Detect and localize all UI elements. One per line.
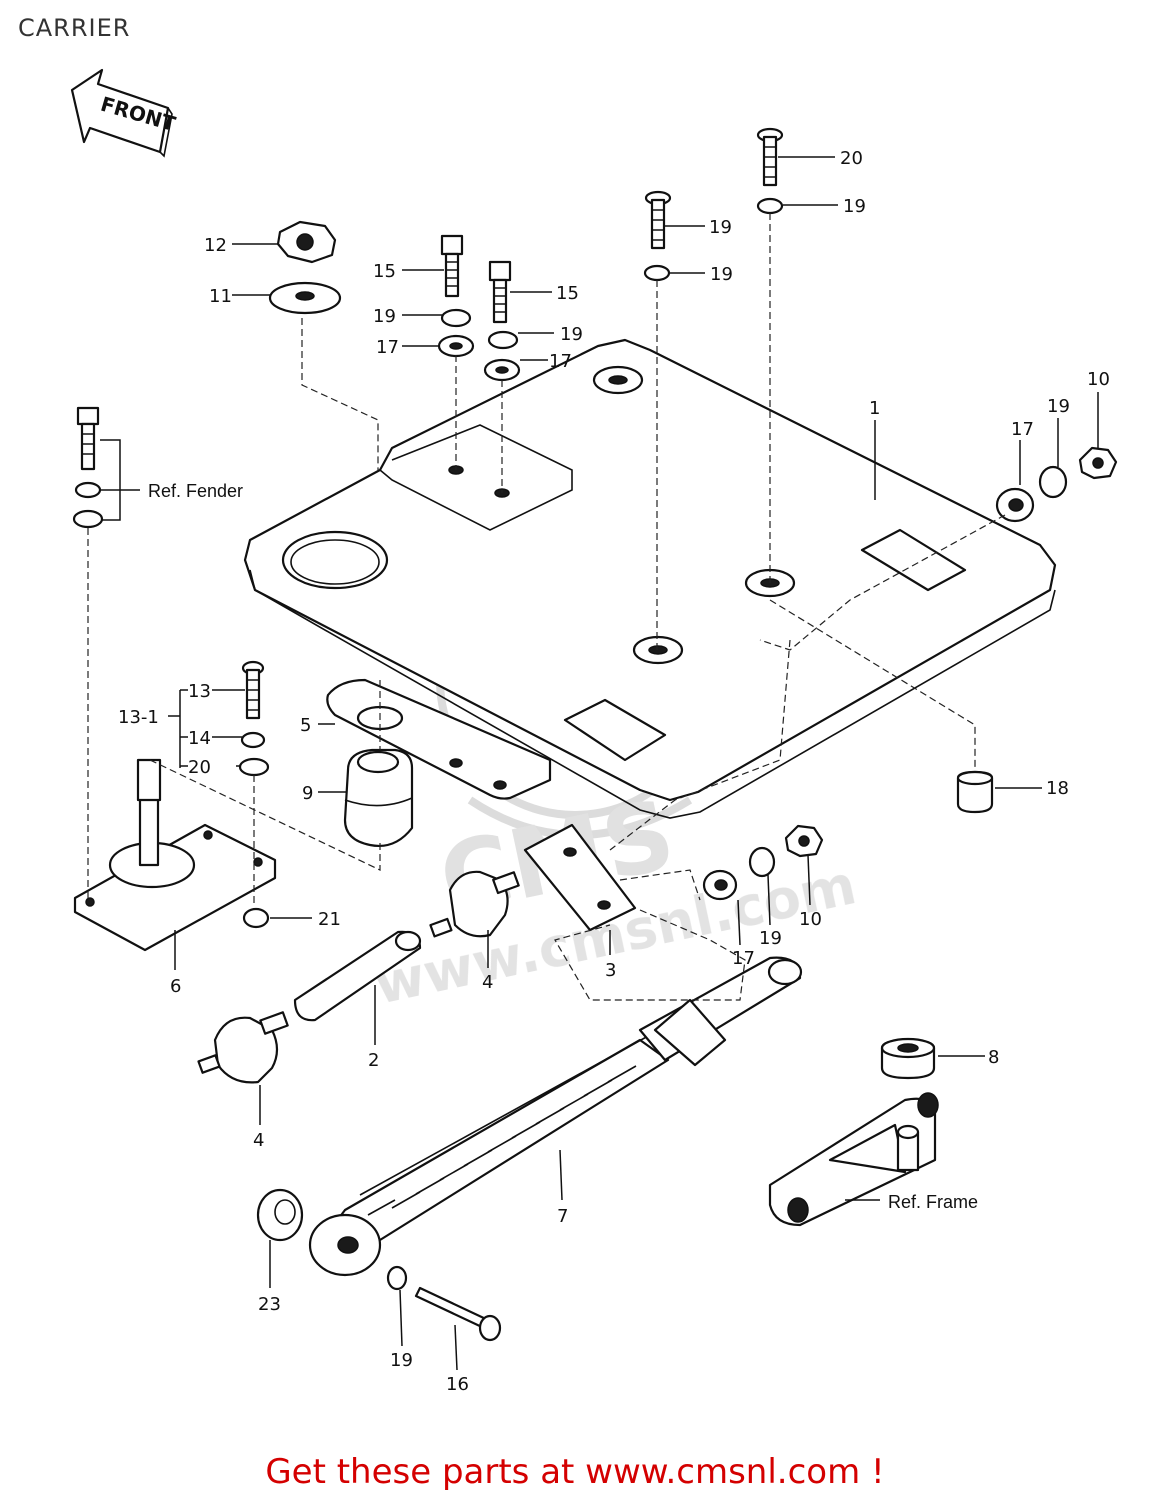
callout-18: 18	[1046, 778, 1069, 799]
washer-19-a	[440, 308, 472, 328]
fender-bolt	[76, 406, 100, 471]
ref-frame-label: Ref. Frame	[888, 1192, 978, 1212]
carrier-plate	[243, 338, 1057, 819]
callout-6: 6	[170, 976, 181, 997]
callout-19: 19	[759, 928, 782, 949]
nut-12	[276, 220, 337, 264]
callout-21: 20	[188, 757, 211, 778]
rubber-9	[343, 748, 414, 847]
fender-washer-a	[74, 481, 102, 499]
rubber-mount-4-lower	[197, 1011, 289, 1084]
callout-10: 10	[799, 909, 822, 930]
washer-19-e	[1038, 465, 1068, 499]
bolt-15-right	[488, 260, 512, 324]
bushing-8	[880, 1037, 936, 1080]
bolt-13	[241, 660, 265, 720]
front-arrow-icon: FRONT	[70, 68, 178, 158]
washer-21	[238, 757, 270, 777]
callout-19: 19	[1047, 396, 1070, 417]
washer-19-c	[643, 264, 671, 282]
spacer-23	[256, 1188, 304, 1242]
callout-20: 20	[840, 148, 863, 169]
washer-19-f	[748, 846, 776, 878]
fender-washer-b	[72, 509, 104, 529]
bolt-20-right	[756, 127, 784, 187]
frame-bracket	[768, 1092, 939, 1227]
shock-absorber-7	[308, 956, 803, 1277]
callout-17: 17	[732, 948, 755, 969]
washer-14	[240, 731, 266, 749]
callout-19: 19	[843, 196, 866, 217]
callout-14: 14	[188, 728, 211, 749]
callout-15: 15	[373, 261, 396, 282]
callout-13: 13	[188, 681, 211, 702]
callout-19: 19	[710, 264, 733, 285]
callout-15: 15	[556, 283, 579, 304]
callout-19: 19	[373, 306, 396, 327]
collar-18	[956, 770, 994, 814]
callout-19: 19	[390, 1350, 413, 1371]
callout-16: 16	[446, 1374, 469, 1395]
stud-plate-6	[73, 758, 277, 952]
callout-11: 11	[209, 286, 232, 307]
nut-22	[242, 907, 270, 929]
washer-19-d	[756, 197, 784, 215]
page-title: CARRIER	[18, 14, 131, 42]
leader-lines	[100, 156, 1099, 1371]
callout-8: 8	[988, 1047, 999, 1068]
collar-2	[293, 930, 422, 1022]
washer-17-b	[483, 358, 521, 382]
washer-11	[268, 281, 342, 315]
callout-10: 10	[1087, 369, 1110, 390]
plate-3	[523, 823, 637, 932]
callout-17: 17	[549, 351, 572, 372]
bolt-15-left	[440, 234, 464, 298]
washer-19-lower	[386, 1265, 408, 1291]
callout-9: 9	[302, 783, 313, 804]
washer-17-a	[437, 334, 475, 358]
rubber-mount-4-upper	[429, 870, 520, 938]
nut-10-b	[784, 824, 824, 858]
callout-3: 3	[605, 960, 616, 981]
callout-23: 23	[258, 1294, 281, 1315]
assembly-lines	[87, 213, 1006, 1001]
callout-4: 4	[482, 972, 493, 993]
washer-17-d	[702, 869, 738, 901]
callout-22: 21	[318, 909, 341, 930]
callout-17: 17	[1011, 419, 1034, 440]
callout-17: 17	[376, 337, 399, 358]
callout-4: 4	[253, 1130, 264, 1151]
callout-1: 1	[869, 398, 880, 419]
footer-cta-link[interactable]: Get these parts at www.cmsnl.com !	[265, 1452, 885, 1492]
washer-17-c	[995, 487, 1035, 523]
nut-10-a	[1078, 446, 1118, 480]
callout-2: 2	[368, 1050, 379, 1071]
callout-13-1: 13-1	[118, 707, 159, 728]
callout-19: 19	[560, 324, 583, 345]
callout-7: 7	[557, 1206, 568, 1227]
bolt-20-left	[644, 190, 672, 250]
callout-12: 12	[204, 235, 227, 256]
ref-fender-label: Ref. Fender	[148, 481, 243, 501]
washer-19-b	[487, 330, 519, 350]
callout-20: 19	[709, 217, 732, 238]
bolt-16	[414, 1286, 502, 1342]
callout-5: 5	[300, 715, 311, 736]
